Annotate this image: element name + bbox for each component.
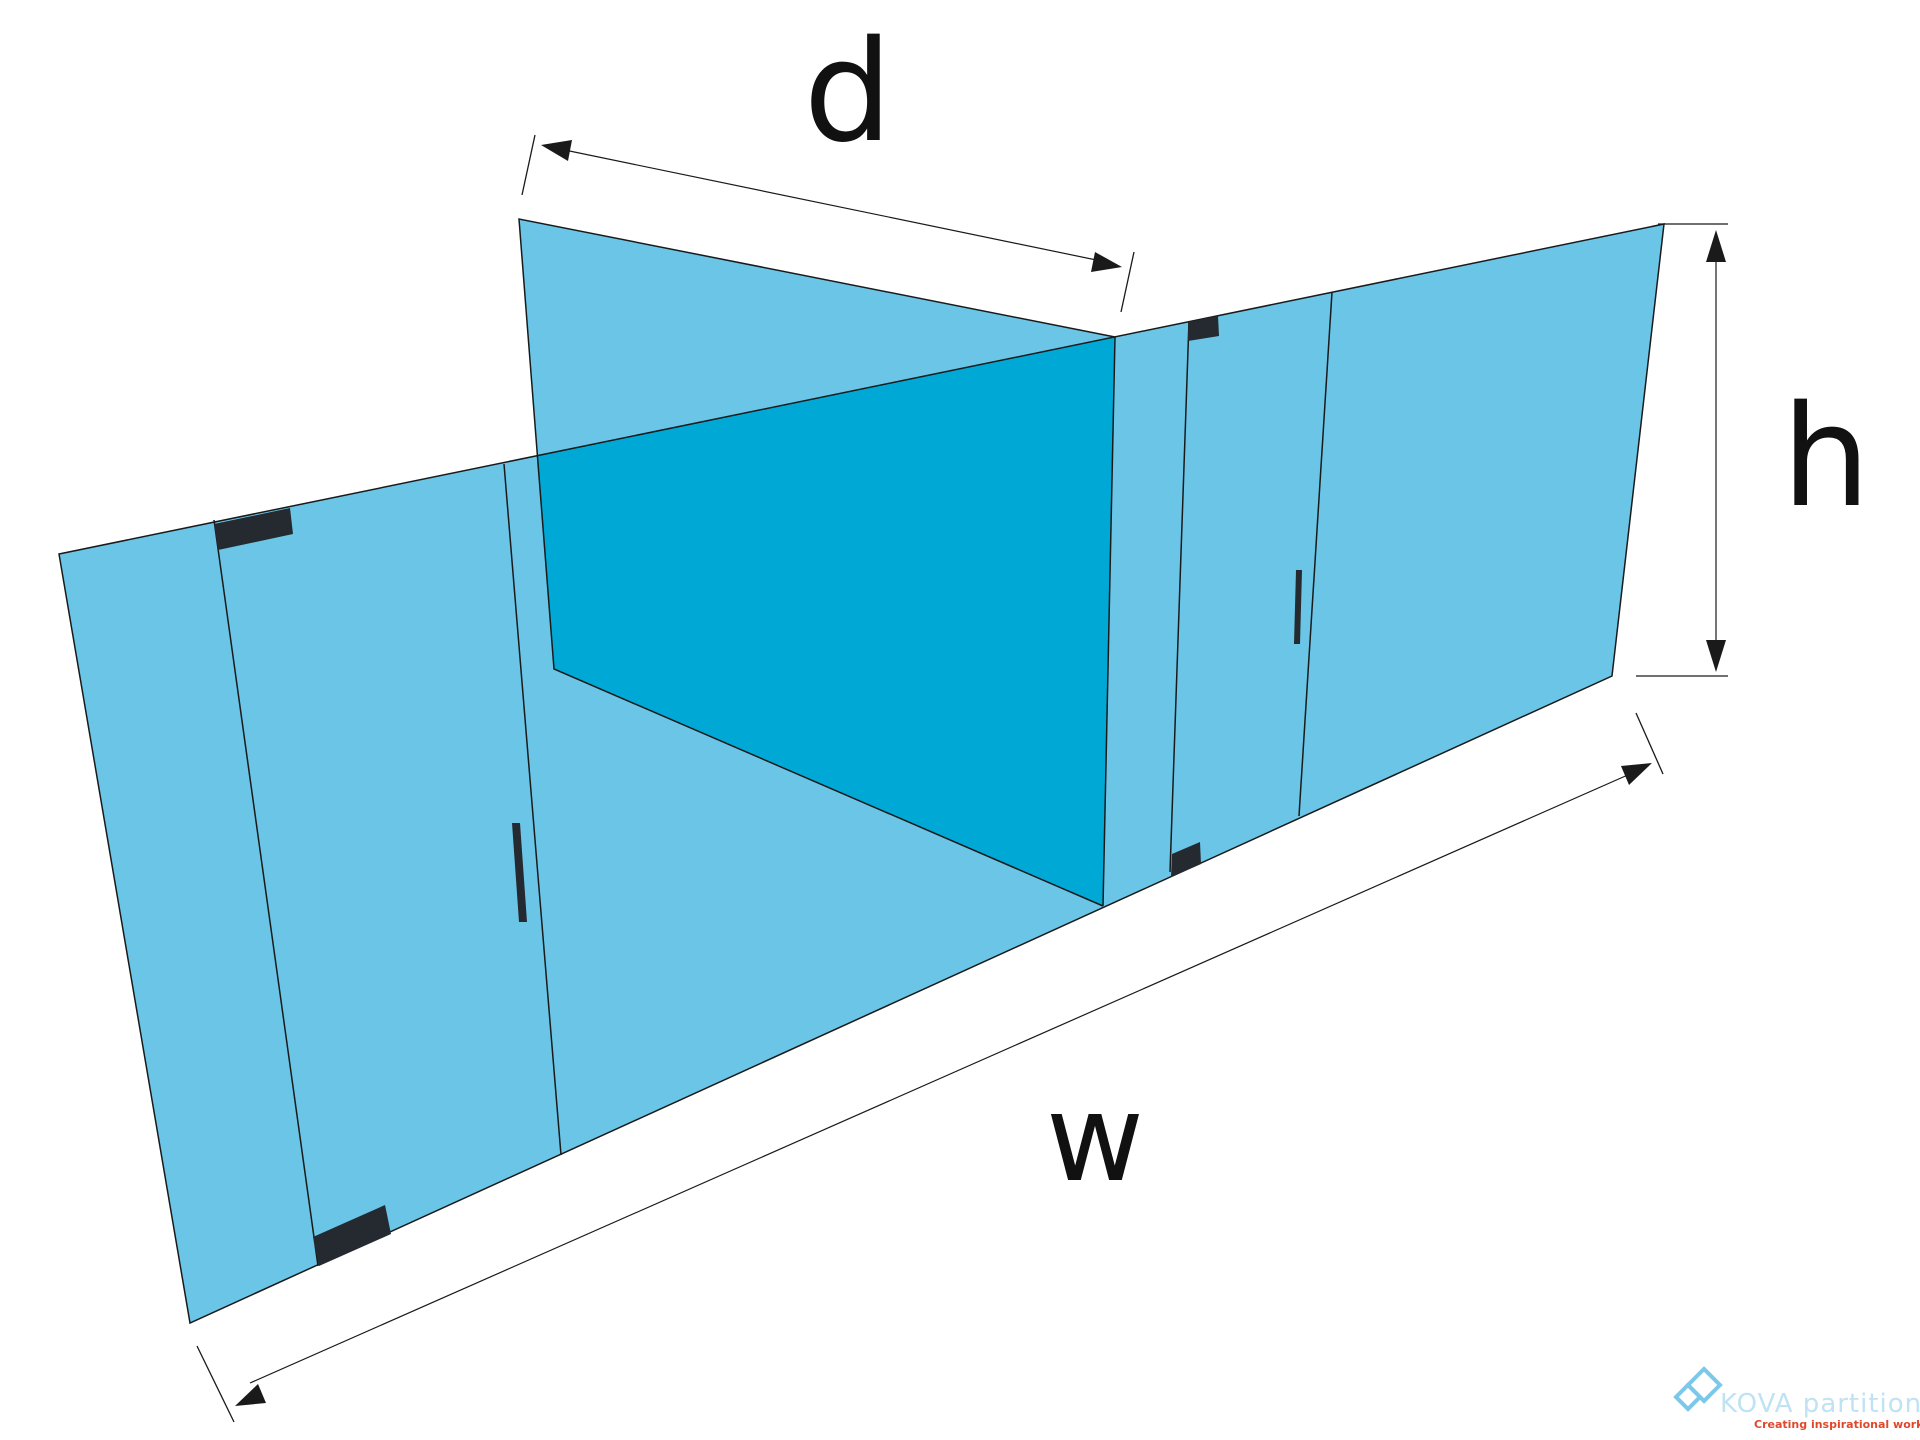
kova-diamond-logo-icon bbox=[1673, 1366, 1723, 1412]
width-dimension-line bbox=[249, 773, 1631, 1384]
height-arrowhead-top bbox=[1706, 230, 1726, 262]
left-door-handle bbox=[512, 823, 527, 922]
height-label: h bbox=[1782, 376, 1871, 539]
depth-arrowhead-left bbox=[541, 140, 572, 161]
right-door-top-hinge bbox=[1188, 316, 1219, 341]
right-door-bottom-hinge bbox=[1171, 842, 1201, 877]
return-panel-outline bbox=[518, 218, 1116, 907]
front-panel-outline bbox=[58, 223, 1665, 1325]
height-arrowhead-bottom bbox=[1706, 640, 1726, 672]
right-door-handle bbox=[1294, 570, 1302, 644]
depth-dimension-tick-left bbox=[521, 134, 536, 196]
left-door-closing-edge bbox=[503, 463, 562, 1156]
depth-label: d bbox=[804, 11, 893, 174]
right-door-hinge-edge bbox=[1169, 320, 1190, 873]
left-door-top-hinge bbox=[214, 508, 293, 550]
right-door-closing-edge bbox=[1298, 291, 1333, 817]
width-dimension-tick-left bbox=[196, 1345, 235, 1423]
width-arrowhead-right bbox=[1621, 763, 1652, 785]
glass-overlap-region bbox=[537, 337, 1115, 906]
brand-tagline: Creating inspirational workplaces bbox=[1754, 1418, 1920, 1431]
width-dimension-tick-right bbox=[1635, 712, 1664, 775]
left-door-hinge-edge bbox=[213, 519, 319, 1267]
width-arrowhead-left bbox=[235, 1384, 266, 1406]
brand-block: KOVA partitions Creating inspirational w… bbox=[1673, 1366, 1920, 1431]
depth-dimension-line bbox=[554, 147, 1107, 263]
width-label: w bbox=[1046, 1070, 1144, 1209]
depth-dimension-tick-right bbox=[1120, 251, 1135, 313]
panel-junction-edge bbox=[1102, 336, 1116, 907]
depth-arrowhead-right bbox=[1091, 252, 1122, 272]
brand-name: KOVA partitions bbox=[1720, 1389, 1920, 1419]
left-door-bottom-hinge bbox=[313, 1205, 391, 1266]
